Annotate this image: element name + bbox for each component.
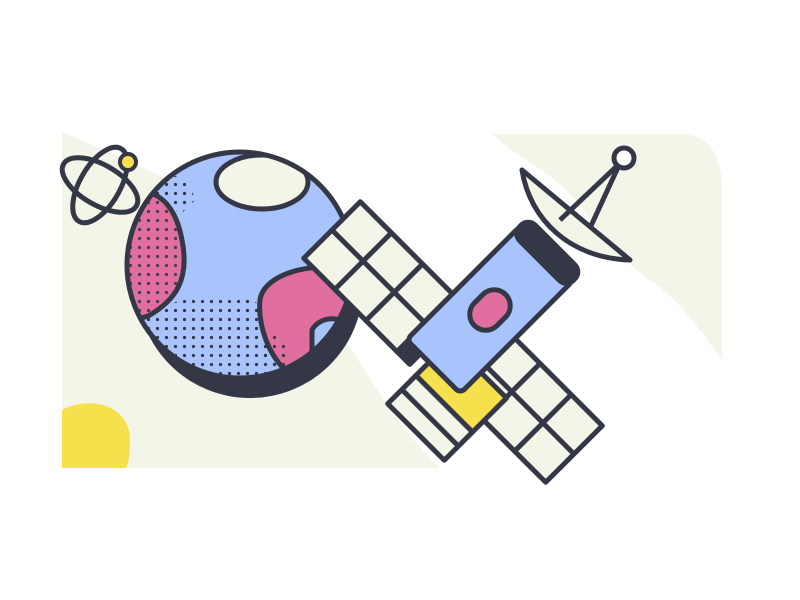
satellite: [301, 199, 605, 485]
yellow-blob: [62, 403, 130, 468]
planet: [124, 149, 356, 381]
satellite-body: [406, 219, 581, 394]
satellite-window: [467, 287, 513, 333]
atom-nucleus: [118, 152, 138, 172]
satellite-dish: [519, 145, 637, 263]
background-shape-right: [492, 134, 722, 360]
atom-icon: [59, 144, 141, 226]
